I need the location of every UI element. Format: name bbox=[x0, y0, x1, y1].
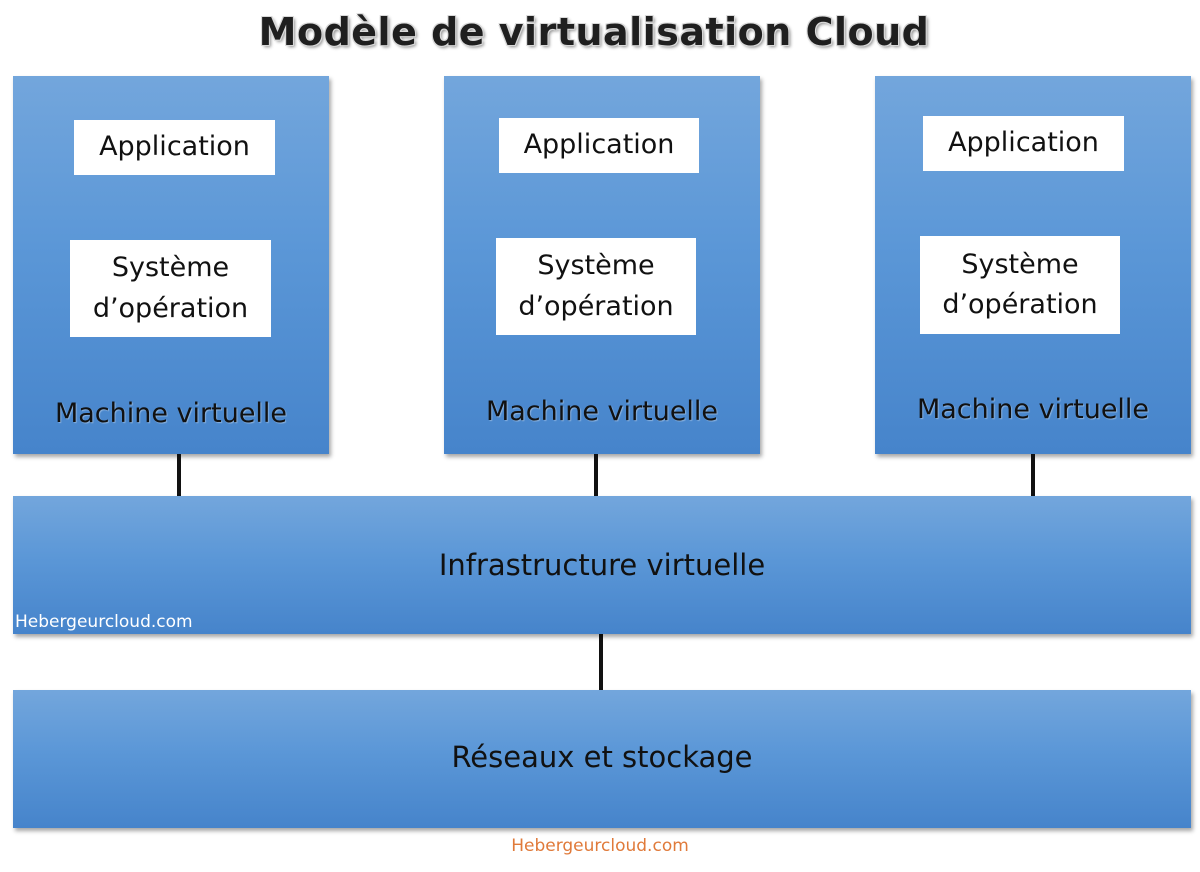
connector-vm1 bbox=[177, 454, 181, 496]
vm-label: Machine virtuelle bbox=[485, 396, 719, 427]
operating-system-box: Système d’opération bbox=[496, 238, 696, 335]
virtual-infrastructure-layer: Infrastructure virtuelle Hebergeurcloud.… bbox=[13, 496, 1191, 634]
os-label-line2: d’opération bbox=[942, 289, 1098, 320]
network-label: Réseaux et stockage bbox=[451, 740, 753, 774]
os-label-line1: Système bbox=[537, 250, 655, 281]
os-label-line1: Système bbox=[961, 248, 1079, 280]
application-box: Application bbox=[74, 120, 275, 175]
connector-vm2 bbox=[594, 454, 598, 496]
connector-vm3 bbox=[1031, 454, 1035, 496]
diagram-title: Modèle de virtualisation Cloud bbox=[258, 10, 930, 54]
connector-infrastructure-network bbox=[599, 634, 603, 690]
network-storage-layer: Réseaux et stockage bbox=[13, 690, 1191, 828]
virtual-machine-3: Application Système d’opération Machine … bbox=[875, 76, 1191, 454]
virtual-machine-1: Application Système d’opération Machine … bbox=[13, 76, 329, 454]
vm-label: Machine virtuelle bbox=[916, 394, 1150, 425]
infrastructure-label: Infrastructure virtuelle bbox=[438, 548, 766, 582]
vm-label: Machine virtuelle bbox=[54, 398, 288, 429]
os-label-line1: Système bbox=[111, 252, 230, 283]
application-box: Application bbox=[923, 116, 1124, 171]
os-label-line2: d’opération bbox=[518, 290, 674, 322]
application-box: Application bbox=[499, 118, 699, 173]
footer-watermark: Hebergeurcloud.com bbox=[511, 836, 689, 856]
os-label-line2: d’opération bbox=[92, 292, 249, 324]
operating-system-box: Système d’opération bbox=[70, 240, 271, 337]
virtual-machine-2: Application Système d’opération Machine … bbox=[444, 76, 760, 454]
operating-system-box: Système d’opération bbox=[920, 236, 1120, 334]
watermark: Hebergeurcloud.com bbox=[15, 612, 193, 632]
